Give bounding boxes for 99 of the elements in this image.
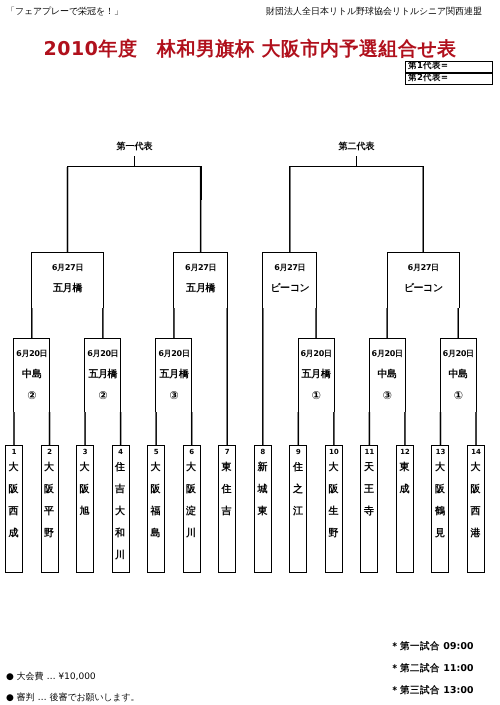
team-name: 大阪西成: [8, 460, 19, 541]
date-label: 6月27日: [406, 262, 440, 274]
bracket-line: [298, 412, 300, 445]
bracket-shape: [262, 252, 318, 308]
bracket-line: [289, 167, 291, 252]
team-box: [360, 445, 378, 573]
match-number: ①: [310, 390, 322, 402]
team-box: [254, 445, 272, 573]
match-number: ③: [168, 390, 180, 402]
team-box: [76, 445, 94, 573]
bracket-line: [226, 308, 228, 445]
team-box: [112, 445, 130, 573]
bracket-line: [386, 308, 388, 338]
team-name: 大阪淀川: [186, 460, 197, 541]
representative-label: 第二代表: [338, 142, 376, 153]
team-box: [289, 445, 308, 573]
bracket-line: [262, 308, 264, 445]
team-name: 東住吉: [221, 460, 232, 519]
venue-label: 五月橋: [300, 369, 332, 381]
bracket-line: [440, 412, 442, 445]
team-box: [40, 445, 59, 573]
note-text: ＊第一試合 09:00: [390, 640, 474, 653]
team-name: 東成: [398, 460, 410, 497]
team-name: 大阪福島: [150, 460, 162, 541]
date-label: 6月20日: [157, 348, 191, 360]
venue-label: 五月橋: [87, 369, 118, 381]
bracket-shape: [31, 252, 104, 308]
team-box: [396, 445, 414, 573]
note-text: ＊第三試合 13:00: [390, 684, 474, 697]
venue-label: 五月橋: [185, 283, 216, 295]
team-name: 大阪生野: [328, 460, 339, 541]
team-name: 住之江: [292, 460, 304, 519]
team-box: [431, 445, 450, 573]
date-label: 6月20日: [15, 348, 48, 360]
bracket-line: [315, 308, 317, 338]
bracket-line: [404, 412, 406, 445]
date-label: 6月27日: [273, 262, 306, 274]
bracket-shape: [84, 338, 122, 412]
note-text: 「フェアプレーで栄冠を！」: [6, 5, 123, 18]
venue-label: 中島: [21, 369, 42, 381]
bracket-line: [84, 412, 86, 445]
team-name: 天王寺: [363, 461, 374, 519]
bracket-line: [475, 412, 477, 445]
bracket-line: [333, 412, 335, 445]
bracket-line: [422, 167, 424, 252]
note-text: ● 大会費 … ¥10,000: [6, 670, 96, 683]
team-box: [467, 445, 486, 573]
team-name: 大阪鶴見: [434, 460, 446, 541]
team-name: 大阪西港: [470, 460, 482, 541]
team-box: [147, 445, 166, 573]
date-label: 6月27日: [50, 262, 84, 274]
team-box: [182, 445, 201, 573]
bracket-line: [173, 308, 175, 338]
title: 2010年度 林和男旗杯 大阪市内予選組合せ表: [42, 37, 458, 60]
bracket-line: [48, 412, 50, 445]
match-number: ②: [26, 390, 38, 402]
bracket-line: [120, 412, 122, 445]
venue-label: ビーコン: [269, 283, 310, 295]
note-text: ● 審判 … 後審でお願いします。: [6, 692, 140, 704]
team-name: 住吉大和川: [114, 460, 126, 563]
bracket-line: [458, 308, 459, 338]
match-number: ③: [382, 390, 393, 402]
date-label: 6月20日: [442, 348, 475, 360]
bracket-shape: [173, 252, 228, 308]
team-box: [5, 445, 23, 573]
bracket-shape: [368, 338, 406, 412]
representative-label: 第一代表: [115, 142, 154, 153]
bracket-line: [200, 167, 202, 252]
note-text: 財団法人全日本リトル野球協会リトルシニア関西連盟: [266, 6, 482, 18]
venue-label: 中島: [376, 369, 398, 381]
team-box: [324, 445, 343, 573]
bracket-line: [31, 308, 33, 338]
venue-label: ビーコン: [402, 283, 444, 295]
team-name: 大阪平野: [44, 460, 55, 541]
team-name: 新城東: [256, 460, 268, 519]
venue-label: 五月橋: [158, 369, 190, 381]
date-label: 6月20日: [86, 348, 120, 360]
bracket-line: [368, 412, 370, 445]
bracket-line: [102, 308, 104, 338]
bracket-line: [13, 412, 15, 445]
bracket-shape: [298, 338, 335, 412]
match-number: ①: [452, 390, 464, 402]
date-label: 6月20日: [370, 348, 404, 360]
note-text: ＊第二試合 11:00: [390, 662, 474, 675]
bracket-line: [66, 167, 68, 252]
match-number: ②: [97, 390, 108, 402]
venue-label: 中島: [448, 369, 469, 381]
team-box: [218, 445, 236, 573]
bracket-shape: [155, 338, 192, 412]
bracket-shape: [440, 338, 477, 412]
venue-label: 五月橋: [52, 283, 84, 295]
date-label: 6月27日: [184, 262, 218, 274]
team-name: 大阪旭: [79, 460, 90, 519]
date-label: 6月20日: [299, 348, 333, 360]
bracket-shape: [66, 142, 202, 200]
bracket-line: [155, 412, 157, 445]
bracket-line: [190, 412, 192, 445]
bracket-shape: [13, 338, 50, 412]
bracket-shape: [386, 252, 460, 308]
